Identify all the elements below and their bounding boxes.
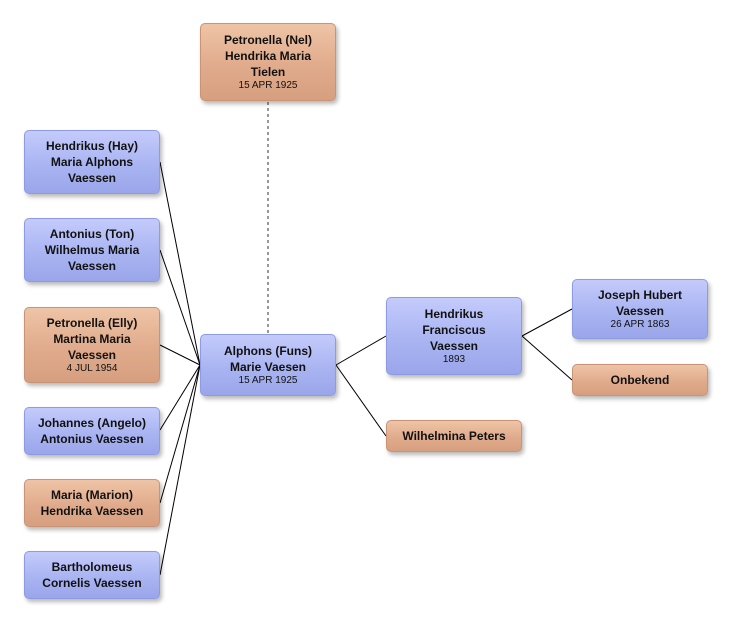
person-node-grandfather[interactable]: Joseph Hubert Vaessen 26 APR 1863	[572, 279, 708, 339]
person-name: Wilhelmina Peters	[402, 429, 506, 443]
person-name: Joseph Hubert Vaessen	[597, 288, 682, 318]
person-name: Petronella (Elly) Martina Maria Vaessen	[46, 316, 138, 362]
person-date: 15 APR 1925	[238, 375, 298, 386]
person-node-child-4[interactable]: Johannes (Angelo) Antonius Vaessen	[24, 407, 160, 455]
person-node-father[interactable]: Hendrikus Franciscus Vaessen 1893	[386, 297, 522, 375]
person-name: Hendrikus (Hay) Maria Alphons Vaessen	[45, 139, 139, 185]
person-date: 26 APR 1863	[610, 319, 670, 330]
person-date: 15 APR 1925	[238, 80, 298, 91]
person-node-mother[interactable]: Wilhelmina Peters	[386, 420, 522, 452]
grandmother-connector	[521, 335, 573, 381]
person-node-focus[interactable]: Alphons (Funs) Marie Vaesen 15 APR 1925	[200, 334, 336, 396]
child-connector-1	[159, 161, 201, 366]
person-node-child-2[interactable]: Antonius (Ton) Wilhelmus Maria Vaessen	[24, 218, 160, 282]
person-node-grandmother[interactable]: Onbekend	[572, 364, 708, 396]
person-node-child-6[interactable]: Bartholomeus Cornelis Vaessen	[24, 551, 160, 599]
person-name: Maria (Marion) Hendrika Vaessen	[40, 488, 144, 518]
person-date: 1893	[442, 354, 466, 365]
mother-connector	[335, 364, 387, 437]
child-connector-5	[159, 364, 201, 504]
child-connector-4	[159, 364, 201, 431]
child-connector-2	[159, 249, 201, 366]
person-name: Antonius (Ton) Wilhelmus Maria Vaessen	[44, 227, 140, 273]
father-connector	[335, 335, 387, 366]
person-name: Bartholomeus Cornelis Vaessen	[42, 560, 142, 590]
person-node-child-3[interactable]: Petronella (Elly) Martina Maria Vaessen …	[24, 307, 160, 383]
person-date: 4 JUL 1954	[66, 363, 118, 374]
person-name: Petronella (Nel) Hendrika Maria Tielen	[223, 33, 313, 79]
child-connector-3	[159, 344, 201, 366]
person-node-child-1[interactable]: Hendrikus (Hay) Maria Alphons Vaessen	[24, 130, 160, 194]
person-name: Hendrikus Franciscus Vaessen	[422, 307, 486, 353]
person-name: Johannes (Angelo) Antonius Vaessen	[37, 416, 146, 446]
grandfather-connector	[521, 308, 573, 337]
person-name: Onbekend	[610, 373, 670, 387]
person-node-spouse[interactable]: Petronella (Nel) Hendrika Maria Tielen 1…	[200, 23, 336, 101]
person-node-child-5[interactable]: Maria (Marion) Hendrika Vaessen	[24, 479, 160, 527]
person-name: Alphons (Funs) Marie Vaesen	[224, 344, 312, 374]
child-connector-6	[159, 364, 201, 576]
